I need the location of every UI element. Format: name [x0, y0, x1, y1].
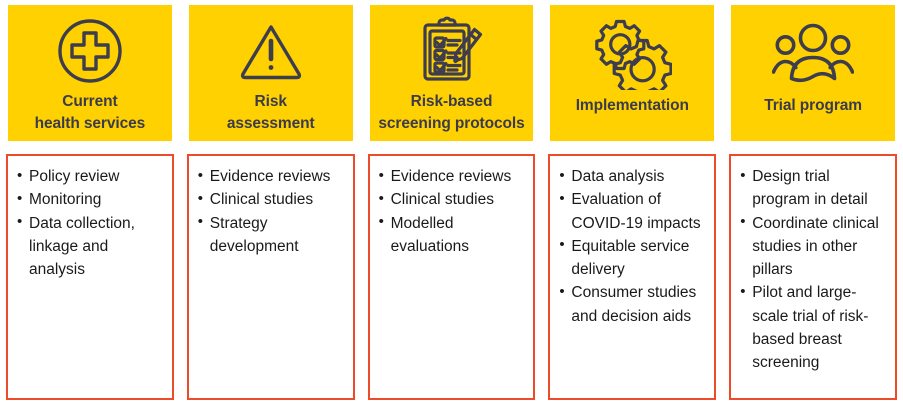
people-group-icon: [772, 14, 855, 92]
pillar-body-card: Evidence reviews Clinical studies Modell…: [367, 154, 536, 400]
pillar-bullet-list: Evidence reviews Clinical studies Modell…: [376, 164, 528, 259]
list-item: Design trial program in detail: [737, 165, 889, 212]
list-item: Evidence reviews: [376, 164, 528, 188]
list-item: Data collection, linkage and analysis: [14, 211, 166, 282]
clipboard-checklist-pencil-icon: [414, 14, 488, 88]
pillar-bullet-list: Design trial program in detail Coordinat…: [737, 165, 889, 374]
list-item: Monitoring: [14, 188, 166, 211]
list-item: Evaluation of COVID-19 impacts: [556, 188, 708, 235]
pillar-title: Risk assessment: [226, 93, 315, 132]
pillar-risk-based-screening-protocols: Risk-based screening protocols Evidence …: [367, 5, 536, 400]
list-item: Consumer studies and decision aids: [556, 281, 708, 328]
pillar-bullet-list: Evidence reviews Clinical studies Strate…: [195, 164, 347, 259]
pillar-bullet-list: Policy review Monitoring Data collection…: [14, 164, 166, 282]
list-item: Evidence reviews: [195, 164, 347, 188]
list-item: Policy review: [14, 164, 166, 188]
warning-triangle-icon: [236, 14, 306, 88]
pillar-header-card: Risk assessment: [188, 5, 353, 141]
pillar-bullet-list: Data analysis Evaluation of COVID-19 imp…: [556, 164, 708, 328]
pillar-header-card: Trial program: [731, 5, 895, 141]
pillar-header-card: Current health services: [8, 5, 172, 141]
pillar-body-card: Policy review Monitoring Data collection…: [6, 154, 174, 400]
medical-cross-circle-icon: [55, 14, 125, 88]
pillar-body-card: Data analysis Evaluation of COVID-19 imp…: [548, 154, 717, 400]
pillar-header-card: Implementation: [550, 5, 715, 141]
pillar-title: Risk-based screening protocols: [378, 93, 525, 132]
pillar-trial-program: Trial program Design trial program in de…: [729, 5, 897, 400]
gears-icon: [592, 14, 673, 92]
list-item: Clinical studies: [195, 188, 347, 211]
pillar-risk-assessment: Risk assessment Evidence reviews Clinica…: [186, 5, 355, 400]
pillar-title: Implementation: [575, 97, 689, 114]
list-item: Data analysis: [556, 164, 708, 188]
list-item: Modelled evaluations: [376, 211, 528, 259]
list-item: Equitable service delivery: [556, 234, 708, 282]
pillar-title: Trial program: [764, 97, 862, 114]
list-item: Pilot and large-scale trial of risk-base…: [737, 281, 889, 374]
pillar-current-health-services: Current health services Policy review Mo…: [6, 5, 174, 400]
pillar-header-card: Risk-based screening protocols: [369, 5, 534, 141]
pillar-title: Current health services: [34, 93, 146, 132]
list-item: Strategy development: [195, 211, 347, 259]
pillar-implementation: Implementation Data analysis Evaluation …: [548, 5, 717, 400]
list-item: Clinical studies: [376, 188, 528, 211]
pillar-body-card: Evidence reviews Clinical studies Strate…: [186, 154, 355, 400]
pillar-body-card: Design trial program in detail Coordinat…: [729, 154, 897, 400]
list-item: Coordinate clinical studies in other pil…: [737, 211, 889, 282]
